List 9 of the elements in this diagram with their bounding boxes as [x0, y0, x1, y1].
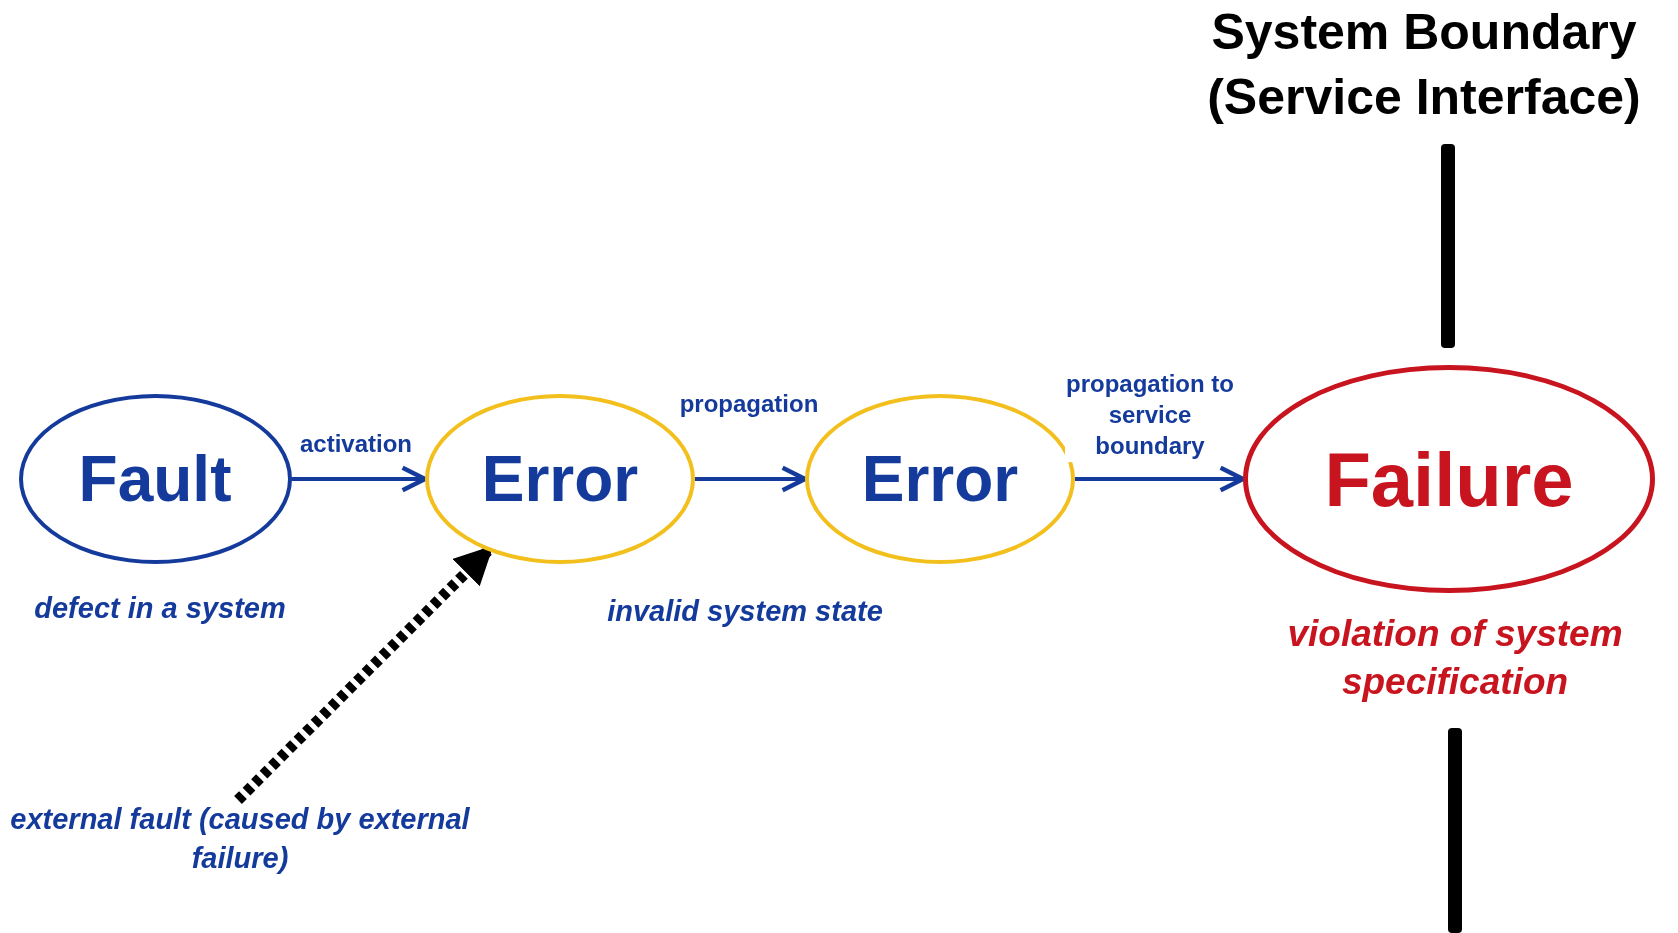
node-label: Error	[481, 442, 639, 516]
node-label: Failure	[1324, 435, 1574, 523]
node-caption: defect in a system	[33, 591, 287, 626]
node-label: Error	[861, 442, 1019, 516]
state-caption: invalid system state	[606, 594, 884, 629]
node-caption: violation of system specification	[1286, 612, 1624, 705]
note-text: external fault (caused by external failure)	[10, 803, 470, 875]
node-label: Fault	[78, 442, 232, 516]
boundary-heading: System Boundary (Service Interface)	[1206, 3, 1642, 127]
